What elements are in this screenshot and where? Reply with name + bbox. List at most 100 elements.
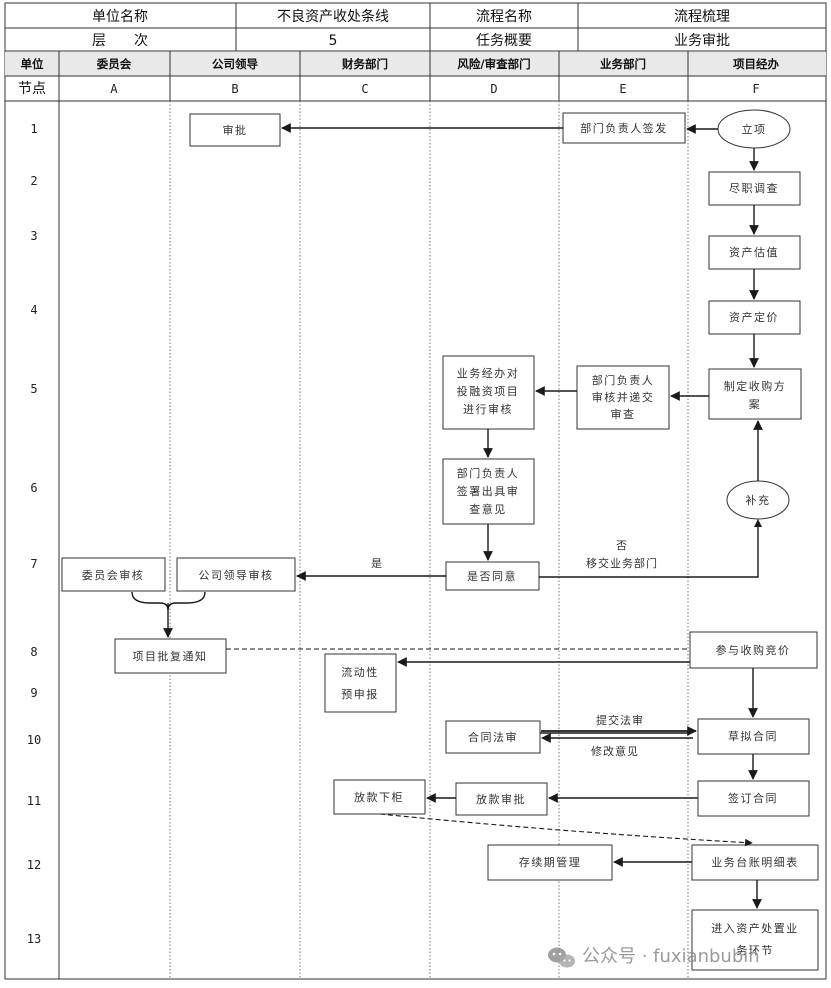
row-number: 11 — [27, 794, 41, 808]
dept-head-opinion-label: 部门负责人 — [457, 466, 520, 480]
wechat-icon — [548, 947, 575, 968]
due-diligence-box[interactable] — [708, 171, 801, 206]
due-diligence-label: 尽职调查 — [729, 181, 779, 195]
asset-pricing-label: 资产定价 — [729, 310, 779, 324]
watermark: 公众号 · fuxianbubin — [548, 946, 760, 968]
watermark-text: 公众号 · fuxianbubin — [582, 946, 760, 967]
asset-valuation-box[interactable] — [708, 235, 801, 270]
committee-review-label: 委员会审核 — [82, 568, 145, 582]
level-value: 5 — [329, 33, 338, 49]
sign-contract-box[interactable] — [697, 780, 810, 817]
agree-decision-label: 是否同意 — [467, 569, 517, 583]
duration-mgmt-box[interactable] — [487, 844, 613, 881]
duration-mgmt-label: 存续期管理 — [519, 855, 582, 869]
disposal-box[interactable] — [691, 909, 819, 971]
row-number: 13 — [27, 932, 41, 946]
dashed-connectors — [226, 648, 753, 847]
task-label: 任务概要 — [476, 33, 532, 49]
row-number: 12 — [27, 858, 41, 872]
row-numbers: 1 2 3 4 5 6 7 8 9 10 11 12 13 — [27, 122, 41, 946]
approval-notice-label: 项目批复通知 — [133, 649, 208, 663]
disposal-label: 务环节 — [736, 944, 774, 957]
connector-arrows — [131, 123, 763, 909]
process-name-value: 流程梳理 — [674, 9, 730, 25]
leader-review-box[interactable] — [176, 557, 296, 592]
acquisition-plan-label: 案 — [749, 397, 762, 411]
header-table — [4, 2, 827, 980]
dept-head-sign-box[interactable] — [562, 112, 686, 144]
dept-review-submit-box[interactable] — [576, 365, 670, 430]
acquisition-plan-box[interactable] — [708, 368, 802, 420]
process-name-label: 流程名称 — [476, 9, 532, 25]
loan-disburse-box[interactable] — [333, 779, 426, 815]
sign-contract-label: 签订合同 — [728, 791, 778, 805]
column-title-band — [5, 52, 826, 76]
handler-review-label: 投融资项目 — [457, 384, 520, 398]
dept-head-opinion-box[interactable] — [442, 458, 535, 525]
lane-letter-a: A — [110, 82, 118, 96]
bid-box[interactable] — [689, 631, 818, 669]
row-number: 7 — [30, 557, 37, 571]
liquidity-report-box[interactable] — [324, 653, 397, 713]
committee-review-box[interactable] — [61, 557, 166, 592]
lane-title-finance: 财务部门 — [341, 57, 388, 71]
lane-letter-c: C — [361, 82, 368, 96]
row-number: 5 — [30, 382, 37, 396]
task-value: 业务审批 — [674, 33, 730, 49]
dept-head-sign-label: 部门负责人签发 — [580, 121, 668, 135]
node-column-label: 节点 — [18, 81, 46, 97]
approval-notice-box[interactable] — [114, 638, 227, 674]
ledger-box[interactable] — [691, 844, 819, 881]
acquisition-plan-label: 制定收购方 — [724, 379, 787, 393]
no-label: 否 — [616, 539, 628, 552]
lane-letter-b: B — [231, 82, 238, 96]
handler-review-box[interactable] — [442, 355, 535, 430]
draft-contract-label: 草拟合同 — [728, 729, 778, 743]
draft-contract-box[interactable] — [697, 718, 810, 755]
handler-review-label: 业务经办对 — [457, 366, 520, 380]
loan-approval-box[interactable] — [455, 782, 548, 816]
bid-label: 参与收购竞价 — [716, 643, 791, 657]
row-number: 2 — [30, 174, 37, 188]
lane-title-leadership: 公司领导 — [212, 57, 258, 71]
unit-name-label: 单位名称 — [92, 9, 148, 25]
loan-disburse-label: 放款下柜 — [354, 790, 404, 804]
dept-review-submit-label: 部门负责人 — [592, 373, 655, 387]
liquidity-report-label: 流动性 — [341, 665, 379, 679]
approve-label: 审批 — [223, 123, 248, 137]
row-number: 8 — [30, 645, 37, 659]
approve-box[interactable] — [189, 113, 281, 147]
row-number: 9 — [30, 686, 37, 700]
dept-head-opinion-label: 查意见 — [469, 502, 507, 516]
lane-dotted-dividers — [169, 101, 689, 979]
asset-valuation-label: 资产估值 — [729, 245, 779, 259]
lane-title-risk-review: 风险/审查部门 — [457, 57, 530, 71]
legal-review-label: 合同法审 — [468, 730, 518, 744]
loan-approval-label: 放款审批 — [476, 792, 526, 806]
lane-dividers — [58, 51, 689, 979]
disposal-label: 进入资产处置业 — [711, 921, 799, 935]
lane-title-committee: 委员会 — [96, 57, 132, 71]
leader-review-label: 公司领导审核 — [199, 568, 274, 582]
row-number: 3 — [30, 229, 37, 243]
row-number: 6 — [30, 481, 37, 495]
level-label: 层 次 — [92, 33, 148, 49]
supplement-label: 补充 — [746, 493, 771, 507]
start-label: 立项 — [742, 122, 767, 136]
row-number: 1 — [30, 122, 37, 136]
liquidity-report-label: 预申报 — [341, 687, 379, 701]
handler-review-label: 进行审核 — [463, 402, 513, 416]
dept-review-submit-label: 审核并递交 — [592, 390, 655, 404]
legal-review-box[interactable] — [445, 720, 541, 754]
submit-legal-label: 提交法审 — [596, 713, 644, 727]
lane-title-business: 业务部门 — [600, 57, 646, 71]
revise-opinion-label: 修改意见 — [591, 744, 639, 758]
transfer-back-label: 移交业务部门 — [586, 556, 658, 570]
ledger-label: 业务台账明细表 — [711, 855, 799, 869]
dept-review-submit-label: 审查 — [611, 407, 636, 421]
lane-title-project-handler: 项目经办 — [733, 57, 779, 71]
unit-column-label: 单位 — [21, 57, 44, 71]
row-number: 4 — [30, 303, 37, 317]
lane-letter-e: E — [619, 82, 626, 96]
